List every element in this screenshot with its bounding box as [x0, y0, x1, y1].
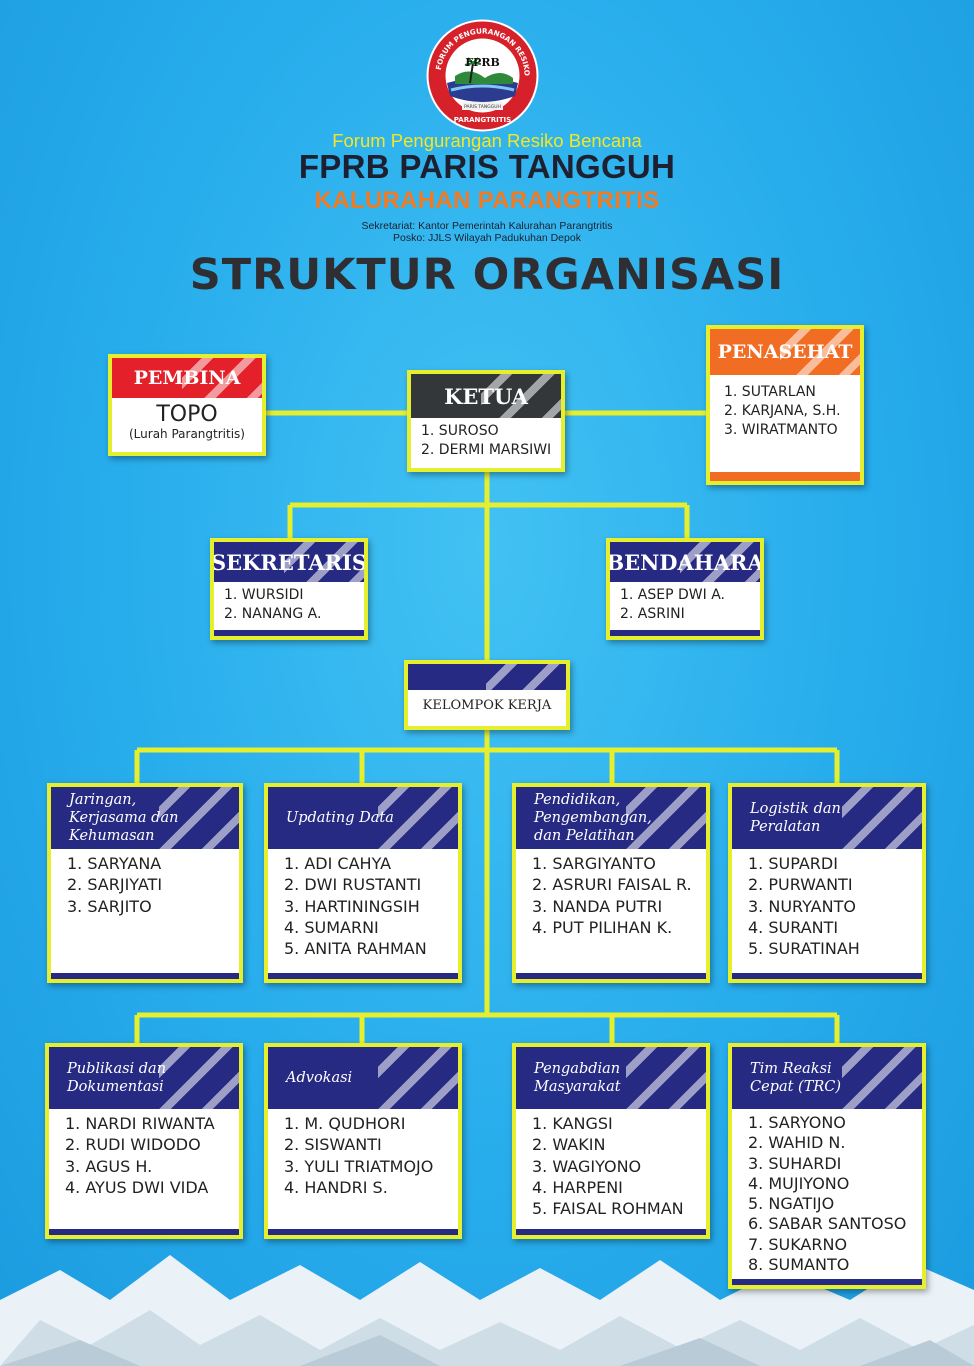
list-item: 3. SARJITO: [67, 896, 152, 916]
list-item: 1. ASEP DWI A.: [620, 587, 725, 603]
list-item: 3. WIRATMANTO: [724, 422, 838, 438]
fprb-logo: FPRB FORUM PENGURANGAN RESIKO BENCANA PA…: [425, 18, 539, 132]
list-item: 2. PURWANTI: [748, 875, 853, 895]
org-location: KALURAHAN PARANGTRITIS: [314, 187, 660, 214]
svg-text:PARIS TANGGUH: PARIS TANGGUH: [464, 104, 501, 110]
group-box: Pendidikan, Pengembangan, dan Pelatihan …: [512, 783, 710, 983]
list-item: 1. SARGIYANTO: [532, 854, 656, 873]
ketua-title: KETUA: [444, 383, 528, 409]
list-item: 3. AGUS H.: [65, 1156, 153, 1176]
group-box: Updating Data 1. ADI CAHYA 2. DWI RUSTAN…: [264, 783, 462, 983]
penasehat-title: PENASEHAT: [717, 341, 853, 363]
list-item: 5. NGATIJO: [748, 1194, 835, 1214]
list-item: 1. SARYANA: [67, 854, 162, 873]
list-item: 3. NANDA PUTRI: [532, 896, 663, 916]
group-box: Jaringan, Kerjasama dan Kehumasan 1. SAR…: [47, 783, 243, 983]
page-title: STRUKTUR ORGANISASI: [189, 250, 785, 300]
pembina-title: PEMBINA: [133, 367, 241, 389]
list-item: 4. HARPENI: [532, 1177, 623, 1197]
group-title: Updating Data: [286, 810, 394, 826]
group-title: Jaringan, Kerjasama dan Kehumasan: [69, 792, 179, 844]
list-item: 6. SABAR SANTOSO: [748, 1214, 907, 1234]
list-item: 1. SUTARLAN: [724, 384, 816, 400]
penasehat-box: PENASEHAT 1. SUTARLAN 2. KARJANA, S.H. 3…: [706, 325, 864, 485]
group-box: Publikasi dan Dokumentasi 1. NARDI RIWAN…: [45, 1043, 243, 1239]
bendahara-title: BENDAHARA: [610, 549, 760, 575]
list-item: 3. HARTININGSIH: [284, 896, 420, 916]
list-item: 2. ASRINI: [620, 606, 685, 622]
bendahara-box: BENDAHARA 1. ASEP DWI A. 2. ASRINI: [606, 538, 764, 640]
group-box: Tim Reaksi Cepat (TRC) 1. SARYONO 2. WAH…: [728, 1043, 926, 1289]
pembina-box: PEMBINA TOPO (Lurah Parangtritis): [108, 354, 266, 456]
list-item: 4. HANDRI S.: [284, 1177, 388, 1197]
list-item: 2. WAHID N.: [748, 1133, 846, 1153]
group-title: Publikasi dan Dokumentasi: [67, 1061, 167, 1095]
list-item: 2. SISWANTI: [284, 1135, 382, 1155]
svg-text:PARANGTRITIS: PARANGTRITIS: [454, 116, 511, 124]
kelompok-kerja-box: KELOMPOK KERJA: [404, 660, 570, 730]
list-item: 1. KANGSI: [532, 1114, 613, 1133]
list-item: 4. SURANTI: [748, 917, 839, 937]
group-box: Logistik dan Peralatan 1. SUPARDI 2. PUR…: [728, 783, 926, 983]
list-item: 2. NANANG A.: [224, 606, 322, 622]
pembina-note: (Lurah Parangtritis): [129, 427, 245, 441]
list-item: 2. DWI RUSTANTI: [284, 875, 422, 895]
group-title: Pendidikan, Pengembangan, dan Pelatihan: [534, 792, 652, 844]
list-item: 3. NURYANTO: [748, 896, 856, 916]
list-item: 4. SUMARNI: [284, 917, 379, 937]
list-item: 5. FAISAL ROHMAN: [532, 1199, 684, 1219]
group-box: Pengabdian Masyarakat 1. KANGSI 2. WAKIN…: [512, 1043, 710, 1239]
pembina-name: TOPO: [156, 402, 218, 427]
list-item: 2. KARJANA, S.H.: [724, 403, 841, 419]
org-name: FPRB PARIS TANGGUH: [298, 148, 676, 185]
list-item: 2. ASRURI FAISAL R.: [532, 875, 692, 895]
posko-line: Posko: JJLS Wilayah Padukuhan Depok: [393, 232, 581, 244]
svg-text:FPRB: FPRB: [465, 56, 500, 69]
list-item: 4. MUJIYONO: [748, 1173, 850, 1193]
kelompok-kerja-title: KELOMPOK KERJA: [422, 698, 552, 713]
list-item: 3. YULI TRIATMOJO: [284, 1156, 434, 1176]
list-item: 1. WURSIDI: [224, 587, 304, 603]
sekretaris-box: SEKRETARIS 1. WURSIDI 2. NANANG A.: [210, 538, 368, 640]
list-item: 2. SARJIYATI: [67, 875, 163, 895]
list-item: 7. SUKARNO: [748, 1234, 848, 1254]
group-title: Advokasi: [286, 1070, 353, 1086]
group-title: Pengabdian Masyarakat: [534, 1061, 621, 1095]
list-item: 2. DERMI MARSIWI: [421, 442, 552, 458]
list-item: 1. ADI CAHYA: [284, 854, 392, 873]
group-box: Advokasi 1. M. QUDHORI 2. SISWANTI 3. YU…: [264, 1043, 462, 1239]
list-item: 2. RUDI WIDODO: [65, 1135, 201, 1155]
list-item: 4. PUT PILIHAN K.: [532, 917, 673, 937]
org-full-name: Forum Pengurangan Resiko Bencana: [332, 130, 642, 151]
list-item: 1. NARDI RIWANTA: [65, 1114, 215, 1133]
list-item: 5. ANITA RAHMAN: [284, 939, 427, 959]
secretariat-line: Sekretariat: Kantor Pemerintah Kalurahan…: [361, 220, 613, 232]
list-item: 1. M. QUDHORI: [284, 1114, 406, 1133]
list-item: 1. SUPARDI: [748, 854, 838, 873]
group-title: Tim Reaksi Cepat (TRC): [750, 1061, 842, 1095]
list-item: 3. WAGIYONO: [532, 1156, 642, 1176]
list-item: 2. WAKIN: [532, 1135, 606, 1155]
list-item: 3. SUHARDI: [748, 1153, 842, 1173]
org-address: Sekretariat: Kantor Pemerintah Kalurahan…: [0, 220, 974, 244]
list-item: 5. SURATINAH: [748, 939, 860, 959]
ketua-box: KETUA 1. SUROSO 2. DERMI MARSIWI: [407, 370, 565, 472]
group-title: Logistik dan Peralatan: [750, 801, 841, 835]
sekretaris-title: SEKRETARIS: [214, 549, 364, 575]
list-item: 4. AYUS DWI VIDA: [65, 1177, 209, 1197]
list-item: 8. SUMANTO: [748, 1255, 850, 1275]
list-item: 1. SARYONO: [748, 1113, 846, 1132]
list-item: 1. SUROSO: [421, 423, 499, 439]
